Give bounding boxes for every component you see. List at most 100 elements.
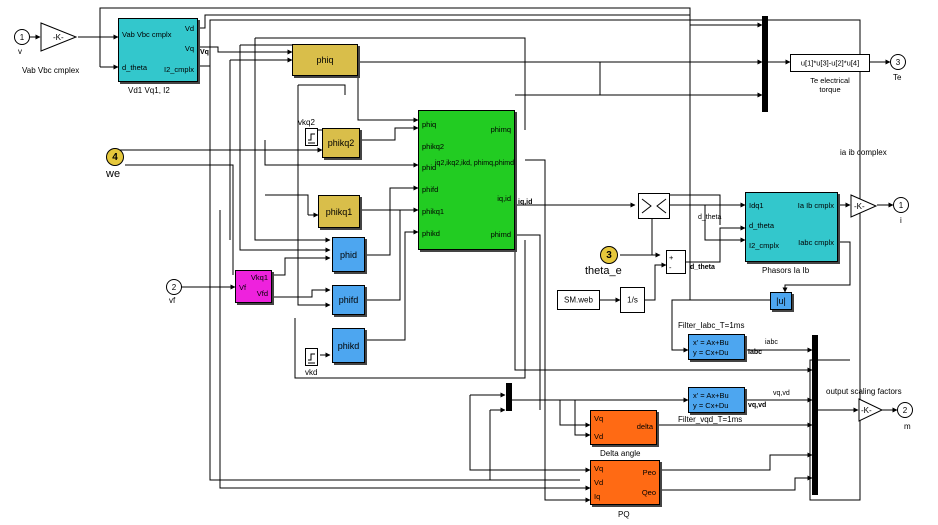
- pq-label: PQ: [618, 510, 630, 519]
- signal-label-iq-id: iq,id: [518, 199, 533, 206]
- step-icon: [308, 133, 315, 144]
- outport-m[interactable]: 2: [897, 402, 913, 418]
- outport-te-label: Te: [893, 73, 902, 82]
- port-pq-vq: Vq: [594, 464, 604, 473]
- mux-bar-output[interactable]: [812, 335, 818, 495]
- inport-theta-e-label: theta_e: [585, 265, 622, 277]
- outport-i-label: i: [900, 216, 902, 225]
- selector-block[interactable]: [638, 193, 670, 219]
- gain-current-label: -K-: [854, 202, 865, 211]
- phikq2-label: phikq2: [327, 138, 355, 148]
- phiq-label: phiq: [316, 55, 334, 65]
- port-peo: Peo: [642, 468, 656, 477]
- signal-label-vqvd: vq,vd: [773, 390, 790, 397]
- port-vd: Vd: [184, 24, 194, 33]
- port-delta-vq: Vq: [594, 414, 604, 423]
- phikd-block[interactable]: phikd: [332, 328, 365, 363]
- sum-block[interactable]: + -: [666, 250, 686, 274]
- delta-angle-label: Delta angle: [600, 449, 641, 458]
- filter-iabc-label: Filter_Iabc_T=1ms: [678, 321, 745, 330]
- pq-block[interactable]: Vq Vd Iq Peo Qeo: [590, 460, 660, 505]
- phid-block[interactable]: phid: [332, 237, 365, 272]
- sm-web-label: SM.web: [564, 295, 593, 305]
- ss2-line2: y = Cx+Du: [693, 401, 729, 410]
- port-iabc-cmplx: Iabc cmplx: [798, 238, 834, 247]
- flux-current-block[interactable]: phiq phikq2 phid phifd phikq1 phikd phim…: [418, 110, 515, 250]
- vkd-source[interactable]: [305, 348, 318, 366]
- outport-i[interactable]: 1: [893, 197, 909, 213]
- phid-label: phid: [339, 249, 357, 260]
- port-pq-iq: Iq: [594, 492, 601, 501]
- filter-iabc-block[interactable]: x' = Ax+Bu y = Cx+Du: [688, 334, 745, 360]
- filter-vqd-block[interactable]: x' = Ax+Bu y = Cx+Du: [688, 387, 745, 413]
- port-qeo: Qeo: [641, 488, 656, 497]
- inport-v[interactable]: 1: [14, 29, 30, 45]
- gain-block-current[interactable]: -K-: [850, 194, 878, 218]
- selector-icon: [641, 198, 667, 214]
- signal-label-vq: Vq: [200, 49, 209, 56]
- gain-block-output[interactable]: -K-: [858, 398, 884, 422]
- te-electrical-torque-label: Te electrical torque: [810, 76, 850, 94]
- port-vab-vbc-cmplx: Vab Vbc cmplx: [122, 30, 172, 39]
- gain-input-label: -K-: [53, 33, 64, 42]
- port-vkq1: Vkq1: [250, 273, 268, 282]
- phasors-block-label: Phasors Ia Ib: [762, 266, 810, 275]
- ss1-line2: y = Cx+Du: [693, 348, 729, 357]
- vd1-block-label: Vd1 Vq1, I2: [128, 86, 170, 95]
- mux-bar-top[interactable]: [762, 16, 768, 112]
- sm-web-block[interactable]: SM.web: [557, 290, 600, 310]
- vd1-vq1-i2-block[interactable]: Vab Vbc cmplx d_theta Vd Vq I2_cmplx: [118, 18, 198, 82]
- delta-angle-block[interactable]: Vq Vd delta: [590, 410, 657, 445]
- integrator-label: 1/s: [627, 295, 638, 305]
- outport-te[interactable]: 3: [890, 54, 906, 70]
- signal-label-iabc-2: Iabc: [748, 349, 763, 356]
- port-out-phimd: phimd: [490, 230, 511, 239]
- port-pq-vd: Vd: [594, 478, 604, 487]
- integrator-block[interactable]: 1/s: [620, 287, 645, 313]
- port-idq1: Idq1: [749, 201, 764, 210]
- sum-minus-sign: -: [669, 263, 672, 272]
- phikq2-block[interactable]: phikq2: [322, 128, 360, 158]
- inport-vf-label: vf: [169, 296, 176, 305]
- phiq-block[interactable]: phiq: [292, 44, 358, 76]
- port-delta-vd: Vd: [594, 432, 604, 441]
- inport-we-label: we: [106, 168, 121, 180]
- port-in-phifd: phifd: [422, 185, 439, 194]
- phifd-block[interactable]: phifd: [332, 285, 365, 315]
- port-i2-cmplx-in: I2_cmplx: [749, 241, 780, 250]
- vkd-label: vkd: [305, 368, 318, 377]
- output-scaling-label: output scaling factors: [826, 387, 902, 396]
- ia-ib-complex-label: ia ib complex: [840, 148, 887, 157]
- port-vfd: Vfd: [256, 289, 268, 298]
- phikd-label: phikd: [337, 340, 360, 351]
- port-in-phiq: phiq: [422, 120, 437, 129]
- port-in-phikd: phikd: [422, 229, 440, 238]
- outport-m-label: m: [904, 422, 911, 431]
- inport-v-label: v: [18, 47, 22, 56]
- gain-block-input[interactable]: -K-: [40, 22, 78, 52]
- inport-we[interactable]: 4: [106, 148, 124, 166]
- step-icon: [308, 353, 315, 364]
- port-vq: Vq: [184, 44, 194, 53]
- signal-label-iabc: iabc: [765, 339, 778, 346]
- mux-bar-left-bottom[interactable]: [506, 383, 512, 411]
- ss2-line1: x' = Ax+Bu: [693, 391, 729, 400]
- port-i2-cmplx: I2_cmplx: [163, 65, 194, 74]
- filter-vqd-label: Filter_vqd_T=1ms: [678, 415, 743, 424]
- phasors-block[interactable]: Idq1 d_theta I2_cmplx Ia Ib cmplx Iabc c…: [745, 192, 838, 262]
- vf-transform-block[interactable]: Vf Vkq1 Vfd: [235, 270, 272, 303]
- vkq2-source[interactable]: [305, 128, 318, 146]
- port-in-phikq1: phikq1: [422, 207, 445, 216]
- port-ia-ib-cmplx: Ia Ib cmplx: [797, 201, 834, 210]
- torque-fcn-block[interactable]: u[1]*u[3]-u[2]*u[4]: [790, 54, 870, 72]
- vab-vbc-cmplex-label: Vab Vbc cmplex: [22, 66, 80, 75]
- gain-output-label: -K-: [861, 406, 872, 415]
- vkq2-label: vkq2: [298, 118, 315, 127]
- inport-theta-e[interactable]: 3: [600, 246, 618, 264]
- port-d-theta: d_theta: [122, 63, 148, 72]
- phifd-label: phifd: [338, 295, 359, 305]
- phikq1-block[interactable]: phikq1: [318, 195, 360, 228]
- inport-vf[interactable]: 2: [166, 279, 182, 295]
- abs-block[interactable]: |u|: [770, 292, 792, 310]
